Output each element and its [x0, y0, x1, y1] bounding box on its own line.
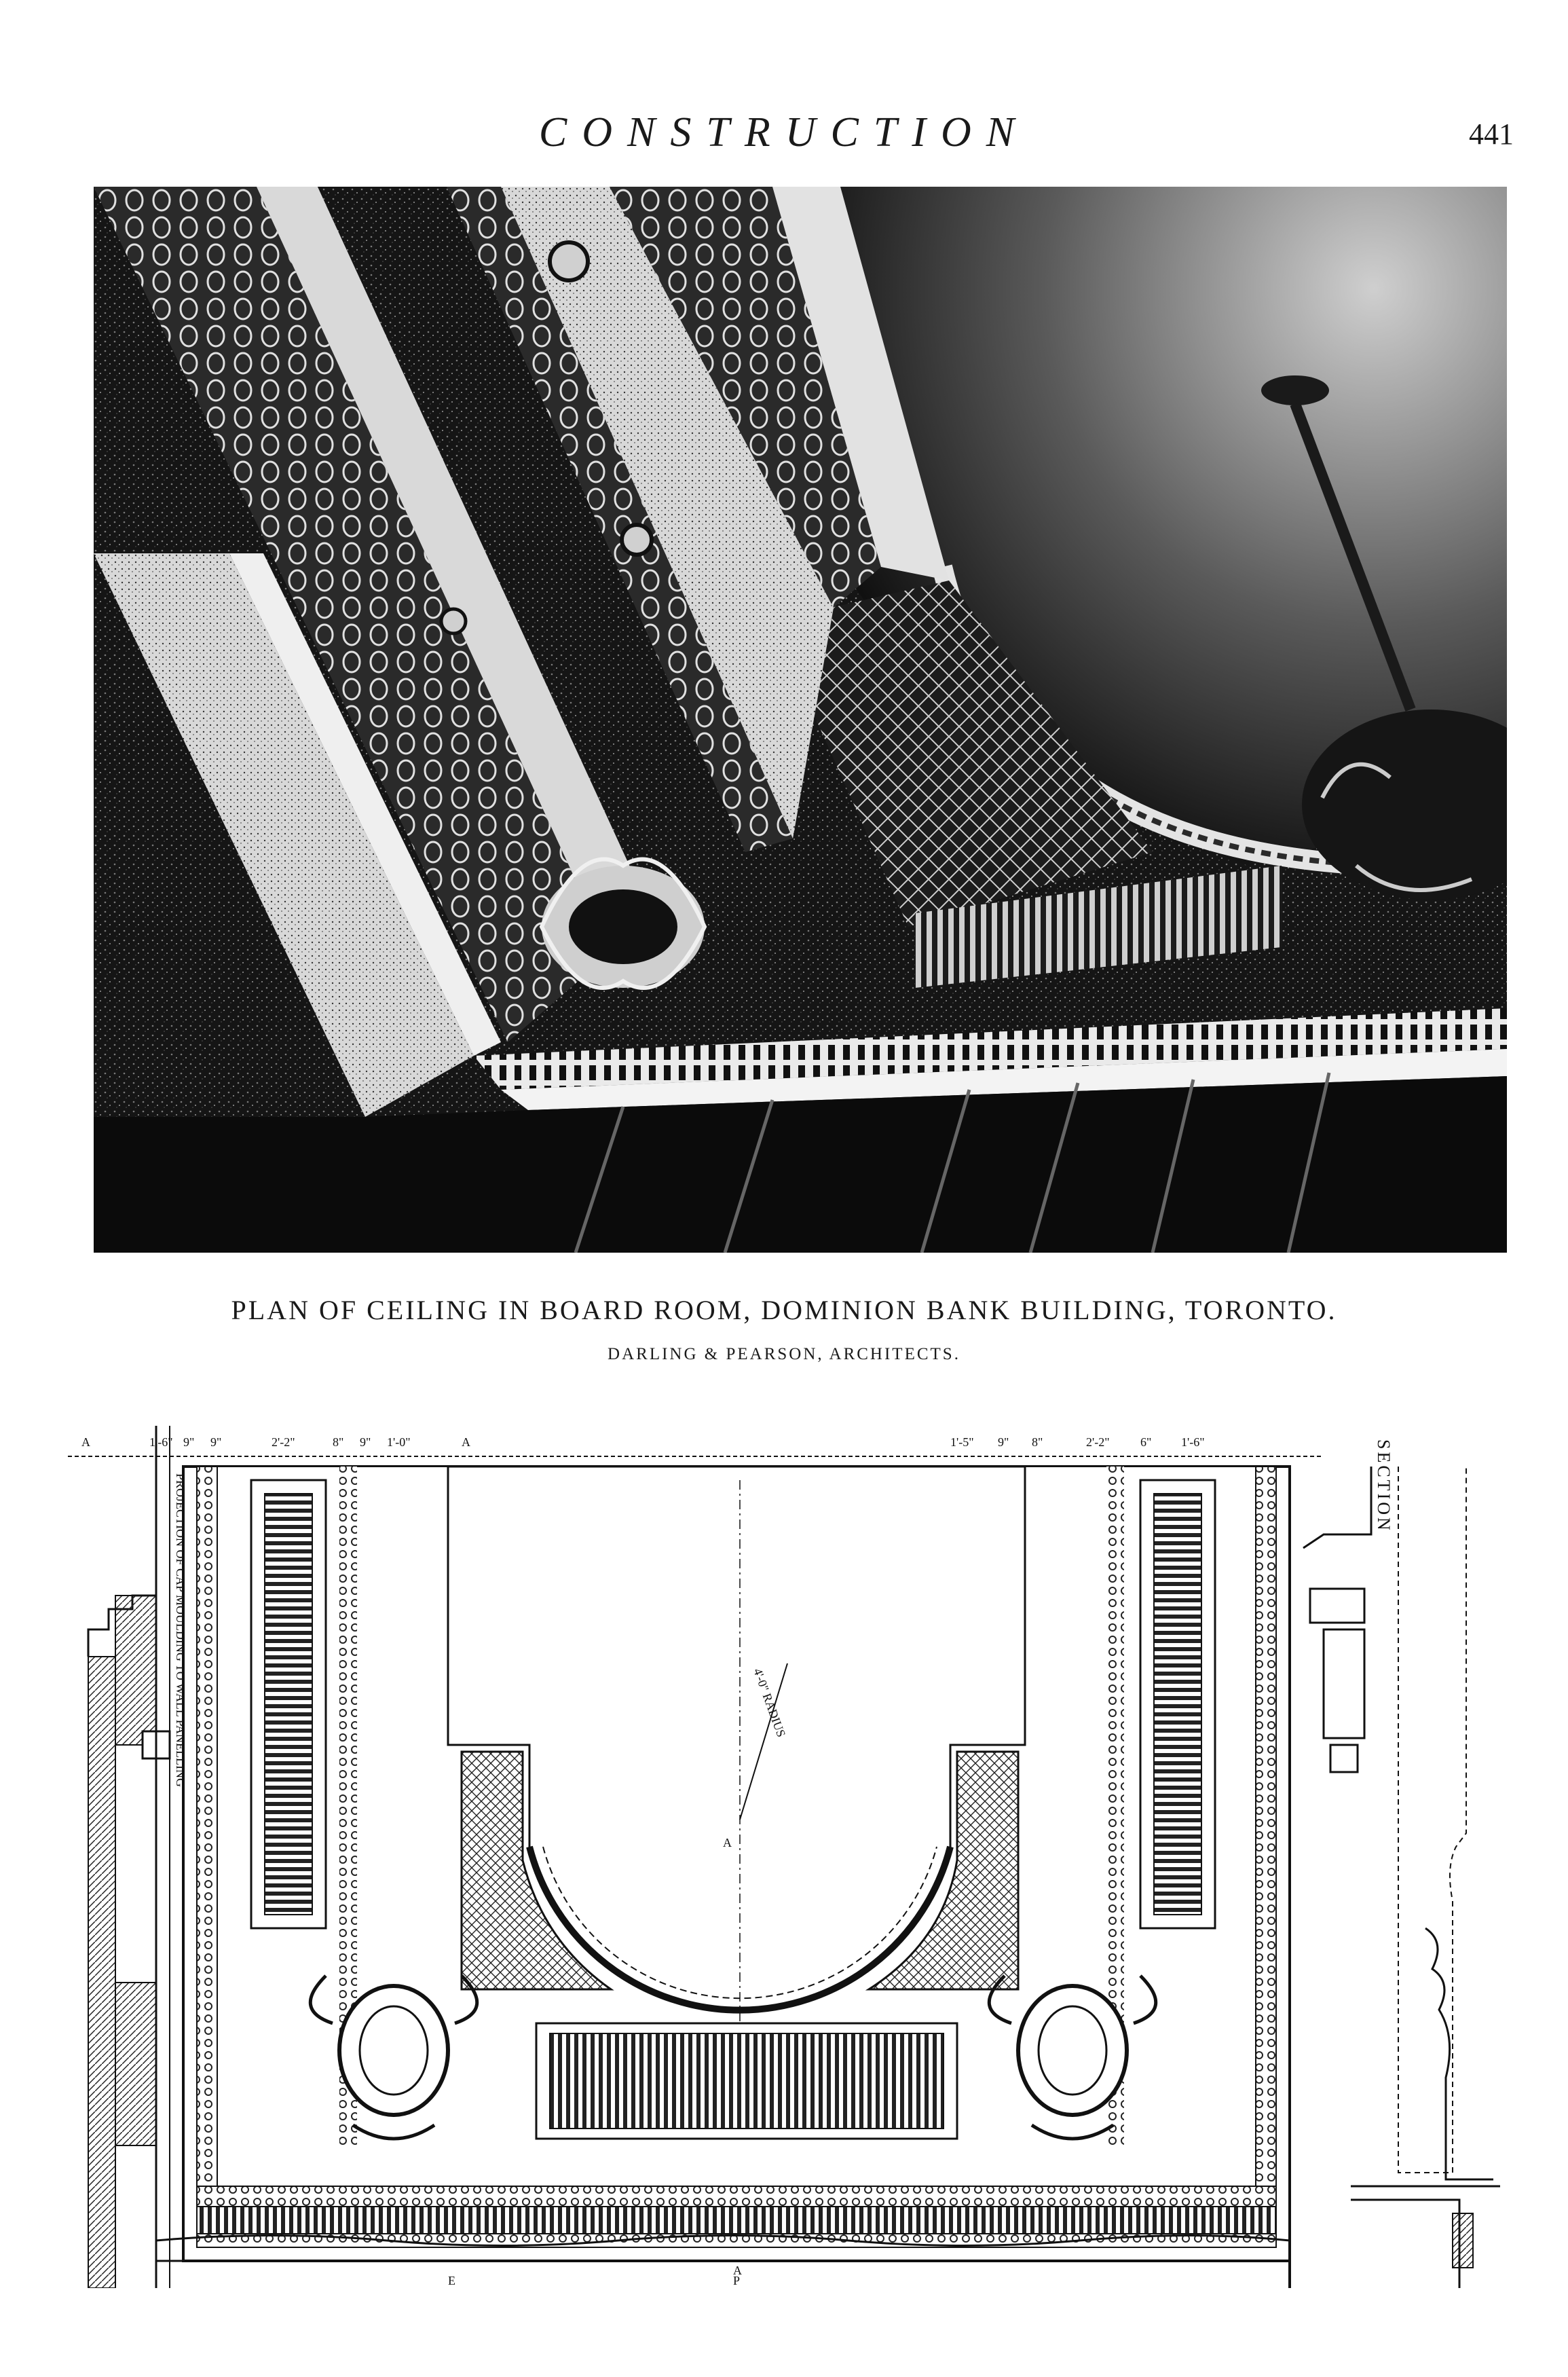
- dimension-label: 9": [210, 1435, 221, 1449]
- side-note: PROJECTION OF CAP MOULDING TO WALL PANEL…: [174, 1473, 187, 1787]
- dimension-label: 1'-6": [1181, 1435, 1205, 1449]
- page-number: 441: [1469, 117, 1514, 151]
- section-mark-a: A: [733, 2264, 742, 2277]
- section-drawing: SECTION: [1288, 1439, 1500, 2288]
- letter-mark-p: P: [733, 2274, 740, 2287]
- running-head: CONSTRUCTION 441: [0, 102, 1568, 163]
- dimension-label: 6": [1140, 1435, 1151, 1449]
- dimension-label: 1'-0": [387, 1435, 411, 1449]
- ceiling-plan-drawing: A A 1'-6" 9" 9" 2'-2" 8" 9" 1'-0" 1'-5" …: [68, 1426, 1514, 2288]
- dimension-label: 8": [1032, 1435, 1043, 1449]
- dimension-label: 9": [998, 1435, 1009, 1449]
- dimension-label: 1'-5": [950, 1435, 974, 1449]
- section-mark-a: A: [723, 1836, 732, 1849]
- section-mark-a: A: [81, 1435, 90, 1449]
- section-label: SECTION: [1374, 1439, 1394, 1533]
- cartouche-left: [308, 1974, 479, 2141]
- section-mark-a: A: [462, 1435, 470, 1449]
- letter-mark-e: E: [448, 2274, 455, 2287]
- wall-projection: PROJECTION OF CAP MOULDING TO WALL PANEL…: [87, 1426, 187, 2288]
- dimension-label: 9": [360, 1435, 371, 1449]
- dimension-label: 2'-2": [272, 1435, 295, 1449]
- cartouche-right: [987, 1974, 1158, 2141]
- dimension-label: 9": [183, 1435, 194, 1449]
- plate-caption: PLAN OF CEILING IN BOARD ROOM, DOMINION …: [231, 1295, 1337, 1325]
- architects-credit: DARLING & PEARSON, ARCHITECTS.: [608, 1345, 960, 1363]
- ceiling-photograph: [94, 187, 1507, 1253]
- dimension-label: 8": [333, 1435, 343, 1449]
- dimension-label: 2'-2": [1086, 1435, 1110, 1449]
- journal-title: CONSTRUCTION: [538, 109, 1030, 155]
